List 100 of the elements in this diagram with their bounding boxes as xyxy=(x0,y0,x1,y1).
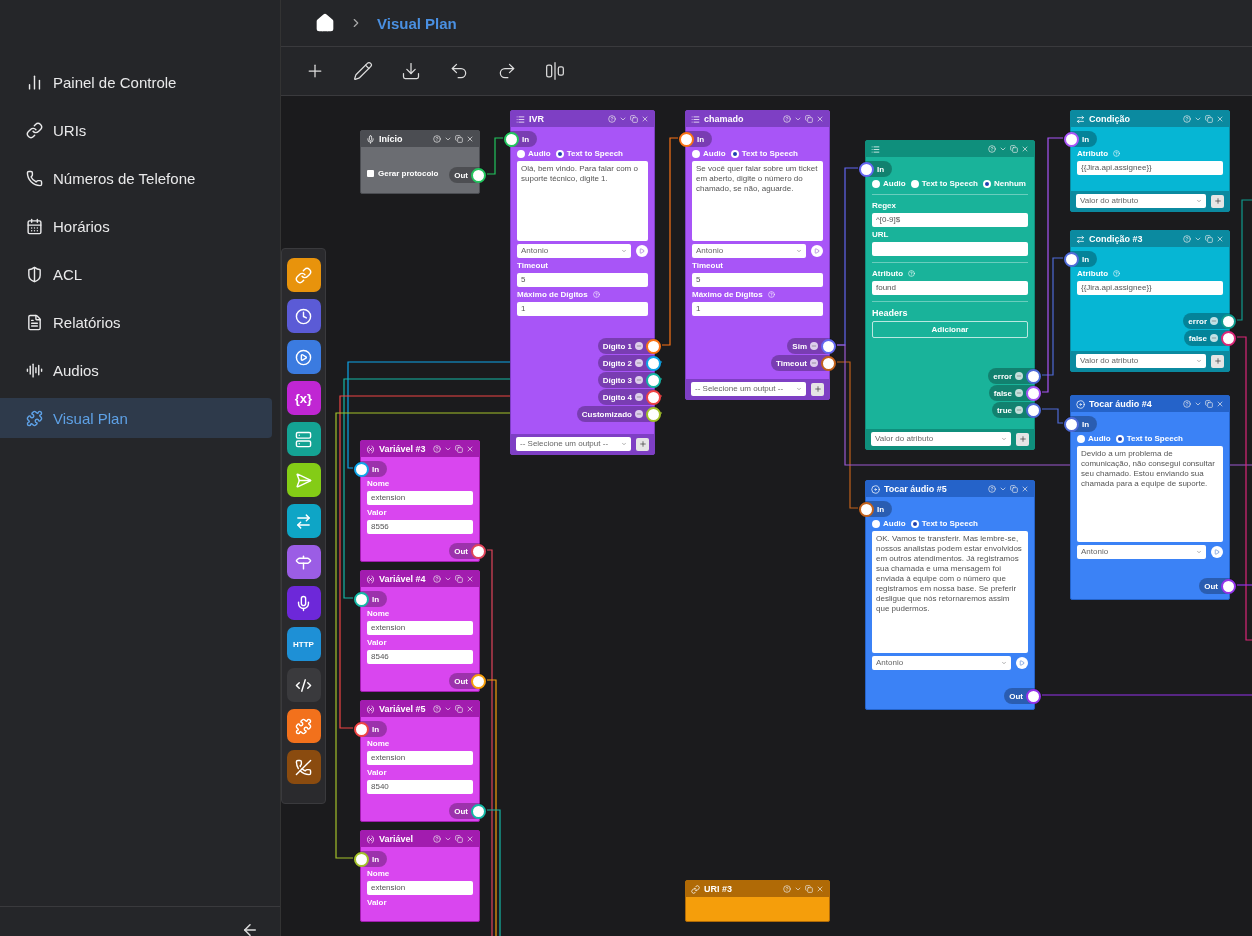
text-area-field: Olá, bem vindo. Para falar com o suporte técnico, digite 1. xyxy=(517,161,648,241)
connector-line xyxy=(486,809,501,936)
connector-port: In xyxy=(1064,131,1098,147)
connector-port: In xyxy=(354,591,388,607)
connector-port: Sim xyxy=(787,338,836,354)
card-title: Condição xyxy=(1089,114,1131,124)
connector-line xyxy=(836,361,859,509)
select-field: Antonio xyxy=(872,656,1011,670)
input-field: {{Jira.api.assignee}} xyxy=(1077,161,1223,175)
input-field: found xyxy=(872,281,1028,295)
text-area-field: Devido a um problema de comunicação, não consegui consultar seu chamado. Estou enviando sua chamada para a equipe de suporte. xyxy=(1077,446,1223,542)
checkbox-option: Gerar protocolo xyxy=(367,169,439,178)
card-title: Condição #3 xyxy=(1089,234,1144,244)
add-button: Adicionar xyxy=(872,321,1028,338)
connector-port: Customizado xyxy=(576,406,661,422)
card-title: Tocar áudio #5 xyxy=(884,484,948,494)
connector-port: Out xyxy=(1004,688,1041,704)
radio-option: Text to Speech xyxy=(910,179,978,188)
connector-line xyxy=(486,137,504,175)
card-title: Início xyxy=(379,134,404,144)
connector-line xyxy=(486,679,497,936)
input-field: 1 xyxy=(692,302,823,316)
card-title: Variável #4 xyxy=(379,574,427,584)
nav-link: Horários xyxy=(0,206,272,246)
radio-option: Audio xyxy=(1077,434,1111,443)
card-title: Variável xyxy=(379,834,415,844)
connector-line xyxy=(1236,584,1252,586)
nav-link: ACL xyxy=(0,254,272,294)
connector-port: In xyxy=(354,721,388,737)
select-field: Antonio xyxy=(692,244,806,258)
connector-port: Out xyxy=(449,803,486,819)
select-field: Valor do atributo xyxy=(1076,194,1206,208)
field-label: Timeout xyxy=(692,261,723,270)
connector-port: Dígito 3 xyxy=(597,372,661,388)
input-field: extension xyxy=(367,751,473,765)
radio-option: Audio xyxy=(872,179,906,188)
field-label: Atributo xyxy=(1077,149,1109,158)
field-label: Regex xyxy=(872,201,896,210)
field-label: Timeout xyxy=(517,261,548,270)
connector-port: Dígito 4 xyxy=(597,389,661,405)
connector-port: In xyxy=(679,131,713,147)
select-field: Antonio xyxy=(1077,545,1206,559)
field-label: Máximo de Dígitos xyxy=(692,290,763,299)
connector-port: Out xyxy=(449,167,486,183)
select-field: -- Selecione um output -- xyxy=(691,382,806,396)
select-field: Valor do atributo xyxy=(871,432,1011,446)
input-field: extension xyxy=(367,881,473,895)
input-field: extension xyxy=(367,491,473,505)
connector-port: false xyxy=(1183,330,1236,346)
connector-port: In xyxy=(1064,416,1098,432)
connector-line xyxy=(661,137,679,346)
connector-line xyxy=(1041,694,1252,696)
card-title: IVR xyxy=(529,114,545,124)
connector-line xyxy=(1236,336,1252,641)
select-field: Antonio xyxy=(517,244,631,258)
field-label: Atributo xyxy=(872,269,904,278)
radio-option: Audio xyxy=(517,149,551,158)
connector-port: Out xyxy=(449,673,486,689)
field-label: Nome xyxy=(367,869,390,878)
radio-option: Text to Speech xyxy=(555,149,623,158)
field-label: Valor xyxy=(367,508,387,517)
connector-port: Dígito 1 xyxy=(597,338,661,354)
radio-option: Audio xyxy=(692,149,726,158)
connector-line xyxy=(1041,408,1064,424)
card-title: Variável #5 xyxy=(379,704,427,714)
nav-link: URIs xyxy=(0,110,272,150)
card-title: Tocar áudio #4 xyxy=(1089,399,1153,409)
select-field: -- Selecione um output -- xyxy=(516,437,631,451)
select-field: Valor do atributo xyxy=(1076,354,1206,368)
input-field: extension xyxy=(367,621,473,635)
radio-option: Audio xyxy=(872,519,906,528)
connector-line xyxy=(1041,137,1064,393)
nav-link: Painel de Controle xyxy=(0,62,272,102)
connector-port: true xyxy=(991,402,1041,418)
radio-option: Text to Speech xyxy=(730,149,798,158)
input-field: 8540 xyxy=(367,780,473,794)
flow-card xyxy=(685,880,830,922)
field-label: Atributo xyxy=(1077,269,1109,278)
field-label: Nome xyxy=(367,739,390,748)
input-field: 8546 xyxy=(367,650,473,664)
field-label: Máximo de Dígitos xyxy=(517,290,588,299)
field-label: Valor xyxy=(367,898,387,907)
connector-port: In xyxy=(1064,251,1098,267)
field-label: Nome xyxy=(367,479,390,488)
connector-port: In xyxy=(354,461,388,477)
connector-port: Dígito 2 xyxy=(597,355,661,371)
connector-line xyxy=(1236,199,1252,321)
field-label: URL xyxy=(872,230,889,239)
radio-option: Text to Speech xyxy=(1115,434,1183,443)
input-field: 1 xyxy=(517,302,648,316)
palette-button: HTTP xyxy=(286,627,321,661)
breadcrumb-link: Visual Plan xyxy=(377,14,457,32)
palette-button: {x} xyxy=(286,381,321,415)
radio-option: Text to Speech xyxy=(910,519,978,528)
card-title: URI #3 xyxy=(704,884,733,894)
connector-port: In xyxy=(859,501,893,517)
input-field: ^[0-9]$ xyxy=(872,213,1028,227)
text-area-field: Se você quer falar sobre um ticket em aberto, digite o número do chamado, se não, aguarde. xyxy=(692,161,823,241)
card-title: Variável #3 xyxy=(379,444,427,454)
input-field: 5 xyxy=(517,273,648,287)
